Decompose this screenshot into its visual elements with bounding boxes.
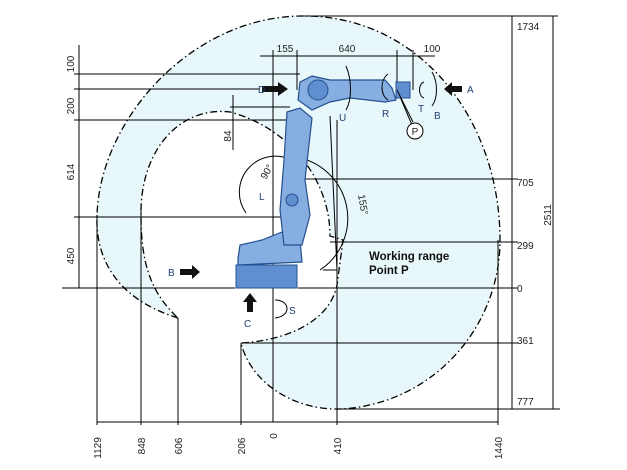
l-angle-label: 90° bbox=[259, 163, 276, 182]
view-c-arrow-icon bbox=[243, 293, 257, 312]
robot-lower-arm bbox=[279, 107, 313, 246]
dim-1440: 1440 bbox=[494, 436, 505, 459]
dim-450: 450 bbox=[66, 247, 77, 264]
view-b-arrow-icon bbox=[180, 265, 200, 279]
t-rotation-icon bbox=[419, 81, 425, 99]
s-rotation-icon bbox=[274, 299, 288, 319]
u-angle-label: 155° bbox=[355, 194, 369, 216]
point-p-marker bbox=[406, 122, 424, 140]
dim-100-top: 100 bbox=[424, 44, 441, 55]
dim-0-right: 0 bbox=[517, 284, 523, 295]
b-rotation-icon bbox=[431, 71, 437, 107]
l-axis-arc bbox=[238, 155, 296, 214]
robot-shoulder-joint bbox=[285, 193, 299, 207]
dim-0-bottom: 0 bbox=[269, 433, 280, 439]
dim-155: 155 bbox=[277, 44, 294, 55]
dim-2511: 2511 bbox=[543, 204, 554, 226]
robot-arm bbox=[235, 75, 411, 289]
dim-606: 606 bbox=[174, 437, 185, 454]
dim-848: 848 bbox=[137, 437, 148, 454]
dim-100-left: 100 bbox=[66, 55, 77, 72]
dim-206: 206 bbox=[237, 437, 248, 454]
t-axis-label: T bbox=[418, 104, 424, 115]
s-axis-label: S bbox=[289, 306, 296, 317]
dim-361: 361 bbox=[517, 336, 534, 347]
view-d-label: D bbox=[258, 85, 265, 96]
dim-299: 299 bbox=[517, 241, 534, 252]
dim-640: 640 bbox=[339, 44, 356, 55]
dim-1129: 1129 bbox=[93, 437, 104, 459]
l-axis-label: L bbox=[259, 192, 265, 203]
r-axis-label: R bbox=[382, 109, 389, 120]
b-axis-label: B bbox=[434, 111, 441, 122]
point-p-label: P bbox=[412, 127, 419, 138]
robot-elbow-joint bbox=[307, 79, 329, 101]
r-rotation-icon bbox=[381, 73, 389, 101]
view-c-label: C bbox=[244, 319, 251, 330]
dim-1734: 1734 bbox=[517, 22, 540, 33]
dim-705: 705 bbox=[517, 178, 534, 189]
robot-base bbox=[235, 264, 298, 289]
u-axis-label: U bbox=[339, 113, 346, 124]
u-rotation-icon bbox=[345, 65, 351, 111]
view-a-label: A bbox=[467, 85, 474, 96]
view-d-arrow-icon bbox=[262, 82, 288, 96]
caption-working-range: Working range bbox=[369, 251, 449, 263]
view-b-label: B bbox=[168, 268, 175, 279]
dim-84: 84 bbox=[223, 130, 234, 142]
dim-200: 200 bbox=[66, 97, 77, 114]
dim-614: 614 bbox=[66, 163, 77, 180]
robot-wrist bbox=[395, 81, 411, 99]
caption-point-p: Point P bbox=[369, 265, 409, 277]
view-a-arrow-icon bbox=[444, 82, 462, 96]
dim-410: 410 bbox=[333, 437, 344, 454]
dim-777: 777 bbox=[517, 397, 534, 408]
dimension-lines bbox=[62, 15, 560, 425]
u-axis-arc bbox=[294, 156, 349, 271]
